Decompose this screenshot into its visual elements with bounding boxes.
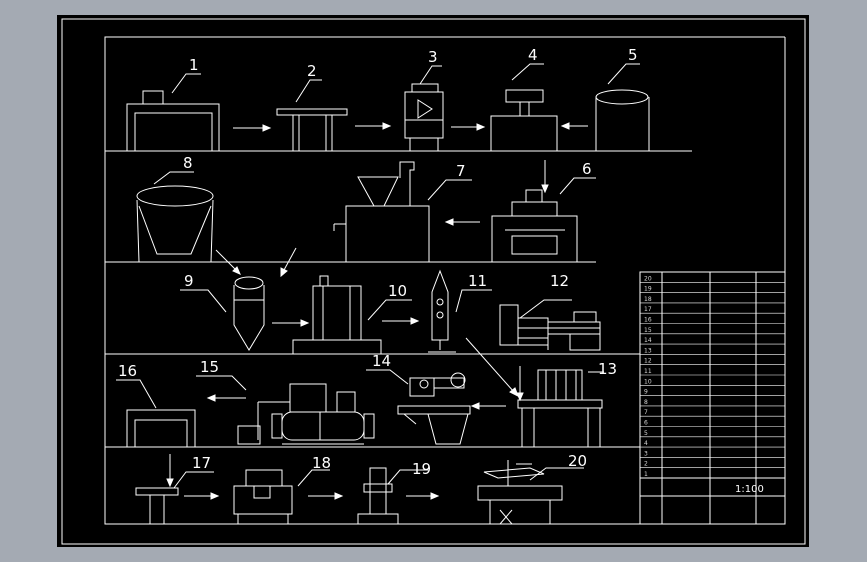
label-2: 2 xyxy=(307,62,317,80)
label-16: 16 xyxy=(118,362,137,380)
label-14: 14 xyxy=(372,352,391,370)
equipment-18 xyxy=(233,469,293,525)
eq7-hopper xyxy=(357,176,399,207)
title-block-row-number: 6 xyxy=(644,420,648,427)
label-20: 20 xyxy=(568,452,587,470)
label-18: 18 xyxy=(312,454,331,472)
title-block: 20 19 18 17 16 15 14 13 12 11 10 9 8 7 6 5 4 3 2 1 1:100 xyxy=(639,271,786,525)
title-block-row-number: 18 xyxy=(644,296,652,303)
title-block-row-number: 14 xyxy=(644,337,652,344)
title-block-row-number: 9 xyxy=(644,389,648,396)
equipment-4 xyxy=(490,89,558,152)
eq8-funnel xyxy=(138,205,212,255)
equipment-7 xyxy=(333,161,430,263)
label-7: 7 xyxy=(456,162,466,180)
label-5: 5 xyxy=(628,46,638,64)
equipment-11 xyxy=(428,269,456,353)
eq3-base xyxy=(409,137,439,152)
label-9: 9 xyxy=(184,272,194,290)
eq9-top xyxy=(234,276,264,290)
title-block-row-number: 1 xyxy=(644,471,648,478)
equipment-8 xyxy=(136,185,214,263)
title-block-row-number: 17 xyxy=(644,306,652,313)
label-17: 17 xyxy=(192,454,211,472)
eq7-pipe xyxy=(399,161,415,206)
title-block-row-number: 8 xyxy=(644,399,648,406)
equipment-19 xyxy=(357,467,399,525)
flow-arrows xyxy=(166,122,588,500)
title-block-row-number: 4 xyxy=(644,440,648,447)
label-15: 15 xyxy=(200,358,219,376)
title-block-row-number: 2 xyxy=(644,461,648,468)
equipment-12 xyxy=(499,304,601,351)
eq7-body xyxy=(345,205,430,263)
equipment-1 xyxy=(126,90,220,151)
equipment-5 xyxy=(595,89,650,152)
item-labels: 1 2 3 4 5 8 7 6 9 10 11 12 13 14 15 16 1… xyxy=(118,46,638,478)
title-block-row-number: 12 xyxy=(644,358,652,365)
leader-lines xyxy=(116,63,640,489)
title-block-row-number: 11 xyxy=(644,368,652,375)
eq2-leg-right xyxy=(325,114,333,152)
label-13: 13 xyxy=(598,360,617,378)
eq4-body xyxy=(490,115,558,152)
equipment-10 xyxy=(292,275,382,355)
eq6-body xyxy=(491,215,578,263)
title-block-frame xyxy=(639,271,786,525)
eq10-base xyxy=(292,339,382,355)
label-12: 12 xyxy=(550,272,569,290)
equipment-6 xyxy=(491,189,578,263)
eq2-leg-left xyxy=(292,114,300,152)
label-8: 8 xyxy=(183,154,193,172)
equipment-2 xyxy=(276,108,348,152)
equipment-16 xyxy=(126,409,196,447)
title-block-row-number: 3 xyxy=(644,450,648,457)
equipment-9 xyxy=(233,276,265,355)
eq1-table xyxy=(126,103,220,151)
title-block-row-number: 15 xyxy=(644,327,652,334)
title-block-row-number: 16 xyxy=(644,317,652,324)
equipment-3 xyxy=(404,83,444,152)
equipment-17 xyxy=(135,487,179,525)
label-6: 6 xyxy=(582,160,592,178)
label-4: 4 xyxy=(528,46,538,64)
label-3: 3 xyxy=(428,48,438,66)
eq3-triangle xyxy=(417,99,433,119)
eq16-frame xyxy=(126,409,196,447)
title-block-row-number: 10 xyxy=(644,378,652,385)
title-block-row-number: 20 xyxy=(644,275,652,282)
equipment-20 xyxy=(477,460,563,525)
label-1: 1 xyxy=(189,56,199,74)
eq8-cone xyxy=(136,199,140,263)
title-block-row-number: 13 xyxy=(644,347,652,354)
eq1-inner xyxy=(134,112,213,151)
eq8-top xyxy=(136,185,214,207)
title-block-row-number: 7 xyxy=(644,409,648,416)
title-block-row-number: 5 xyxy=(644,430,648,437)
outer-frame xyxy=(61,18,806,545)
label-11: 11 xyxy=(468,272,487,290)
eq9-body xyxy=(233,285,265,351)
label-10: 10 xyxy=(388,282,407,300)
eq5-body xyxy=(595,97,650,152)
equipment-13 xyxy=(517,369,603,448)
equipment-14 xyxy=(397,372,471,445)
title-block-row-number: 19 xyxy=(644,286,652,293)
scale-value: 1:100 xyxy=(735,484,764,495)
eq2-top xyxy=(276,108,348,116)
equipment-15 xyxy=(237,383,375,445)
label-19: 19 xyxy=(412,460,431,478)
